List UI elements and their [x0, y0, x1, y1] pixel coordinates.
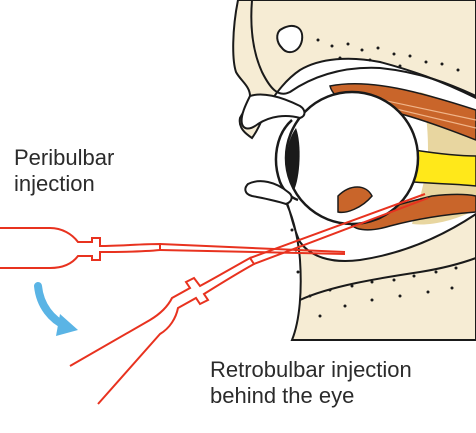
peribulbar-label-line-1: Peribulbar [14, 145, 115, 170]
iris [286, 128, 300, 190]
upper-bone-inner-line [250, 0, 476, 97]
optic-nerve [413, 149, 476, 187]
retrobulbar-syringe [69, 193, 429, 405]
lower-bone-inner-line [299, 257, 476, 301]
peribulbar-syringe [0, 227, 346, 269]
retrobulbar-label-line-2: behind the eye [210, 383, 355, 408]
retrobulbar-label: Retrobulbar injection behind the eye [210, 357, 412, 409]
oblique-muscle [337, 186, 373, 214]
upper-eyelid [240, 93, 306, 130]
arrow-head [56, 314, 78, 336]
peribulbar-label-line-2: injection [14, 171, 95, 196]
lower-bone-texture [290, 228, 458, 318]
retrobulbar-label-line-1: Retrobulbar injection [210, 357, 412, 382]
upper-bone-cavity [276, 24, 304, 54]
peribulbar-label: Peribulbar injection [14, 145, 114, 197]
lower-eyelid [244, 180, 293, 206]
eye-globe [284, 90, 420, 226]
